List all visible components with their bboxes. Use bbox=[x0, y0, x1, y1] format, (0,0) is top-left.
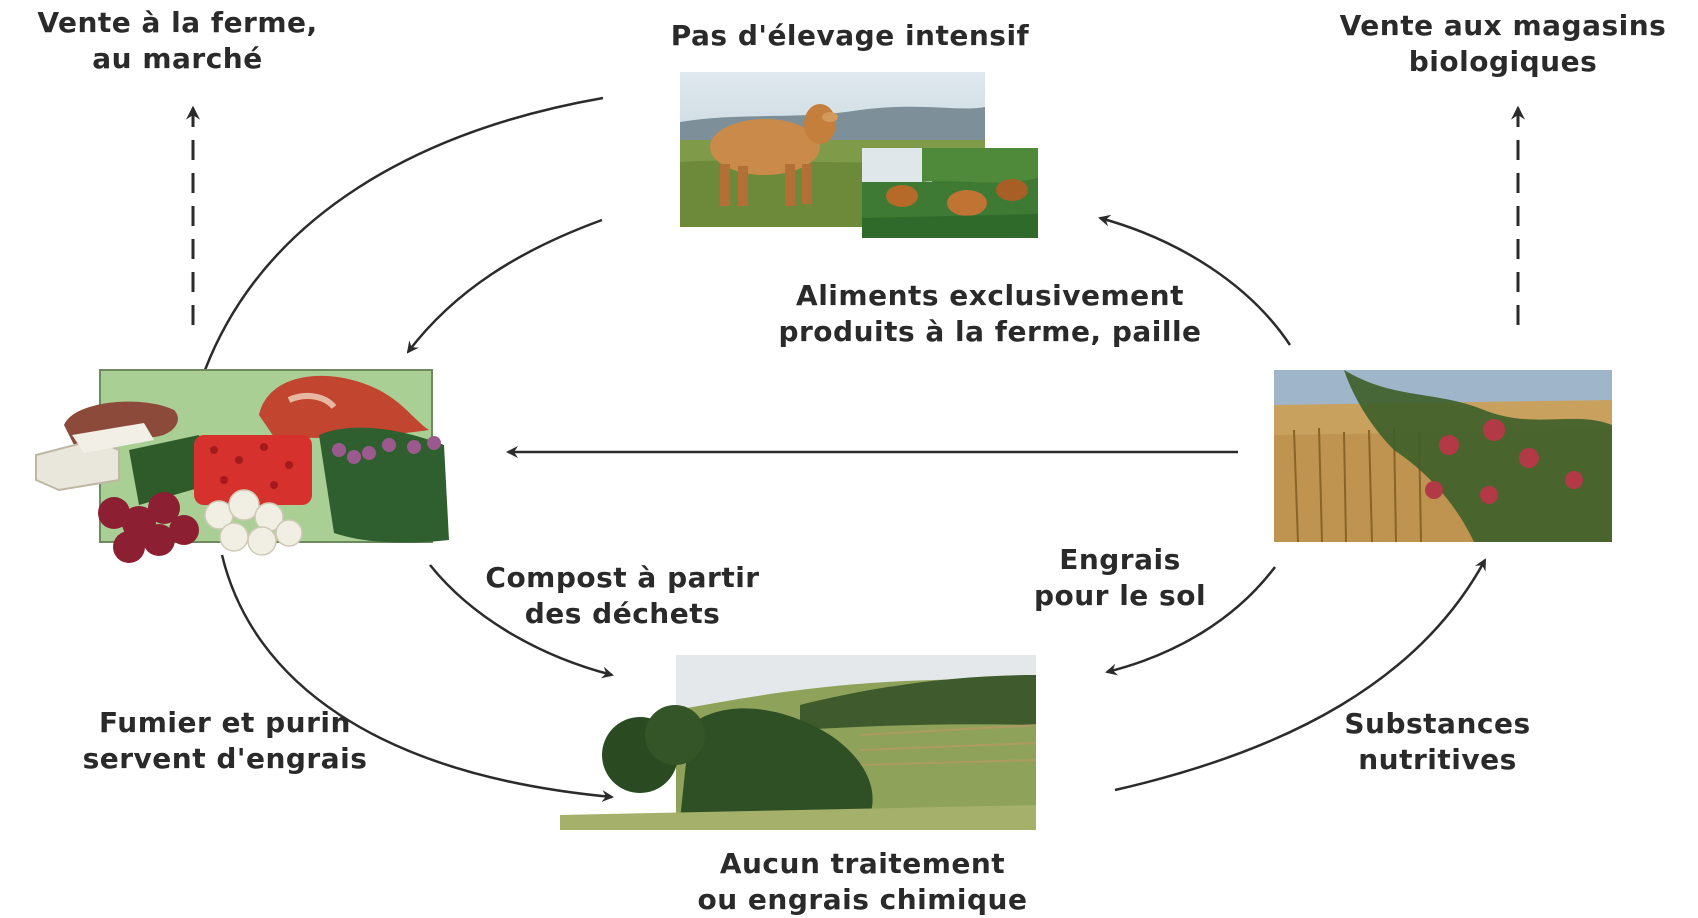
label-vente-magasins-line2: biologiques bbox=[1408, 45, 1598, 78]
label-engrais-sol: Engrais pour le sol bbox=[1000, 542, 1240, 614]
field-photo bbox=[560, 655, 1036, 830]
arrow-produce-to-field-compost bbox=[429, 564, 614, 679]
arrow-field-to-crops bbox=[1114, 558, 1487, 792]
label-vente-magasins: Vente aux magasins biologiques bbox=[1310, 8, 1696, 80]
label-aucun-traitement: Aucun traitement ou engrais chimique bbox=[650, 846, 1075, 918]
chickens-photo bbox=[862, 148, 1038, 238]
label-vente-magasins-line1: Vente aux magasins bbox=[1339, 9, 1667, 42]
label-compost-line2: des déchets bbox=[524, 597, 721, 630]
label-fumier-line1: Fumier et purin bbox=[99, 706, 351, 739]
produce-photo bbox=[34, 365, 454, 570]
label-vente-ferme: Vente à la ferme, au marché bbox=[5, 5, 350, 77]
label-substances-line1: Substances bbox=[1344, 707, 1531, 740]
crops-photo bbox=[1274, 370, 1612, 542]
label-vente-ferme-line2: au marché bbox=[92, 42, 263, 75]
label-aucun-traitement-line1: Aucun traitement bbox=[719, 847, 1006, 880]
arrow-crops-to-livestock bbox=[1098, 214, 1292, 346]
label-aliments-line1: Aliments exclusivement bbox=[796, 279, 1184, 312]
arrow-crops-to-field bbox=[1105, 566, 1276, 676]
arrow-produce-to-field-fumier bbox=[220, 554, 614, 803]
label-compost: Compost à partir des déchets bbox=[450, 560, 795, 632]
label-vente-ferme-line1: Vente à la ferme, bbox=[37, 6, 318, 39]
label-pas-elevage-line1: Pas d'élevage intensif bbox=[670, 19, 1030, 52]
label-aliments: Aliments exclusivement produits à la fer… bbox=[725, 278, 1255, 350]
label-aucun-traitement-line2: ou engrais chimique bbox=[697, 883, 1028, 916]
label-substances-line2: nutritives bbox=[1358, 743, 1517, 776]
label-fumier: Fumier et purin servent d'engrais bbox=[45, 705, 405, 777]
arrow-top-to-produce bbox=[406, 218, 603, 354]
label-compost-line1: Compost à partir bbox=[485, 561, 760, 594]
label-substances: Substances nutritives bbox=[1310, 706, 1565, 778]
arc-produce-to-top bbox=[203, 96, 604, 371]
label-pas-elevage: Pas d'élevage intensif bbox=[640, 18, 1060, 54]
label-fumier-line2: servent d'engrais bbox=[82, 742, 368, 775]
label-engrais-sol-line1: Engrais bbox=[1059, 543, 1181, 576]
label-aliments-line2: produits à la ferme, paille bbox=[778, 315, 1202, 348]
label-engrais-sol-line2: pour le sol bbox=[1033, 579, 1207, 612]
